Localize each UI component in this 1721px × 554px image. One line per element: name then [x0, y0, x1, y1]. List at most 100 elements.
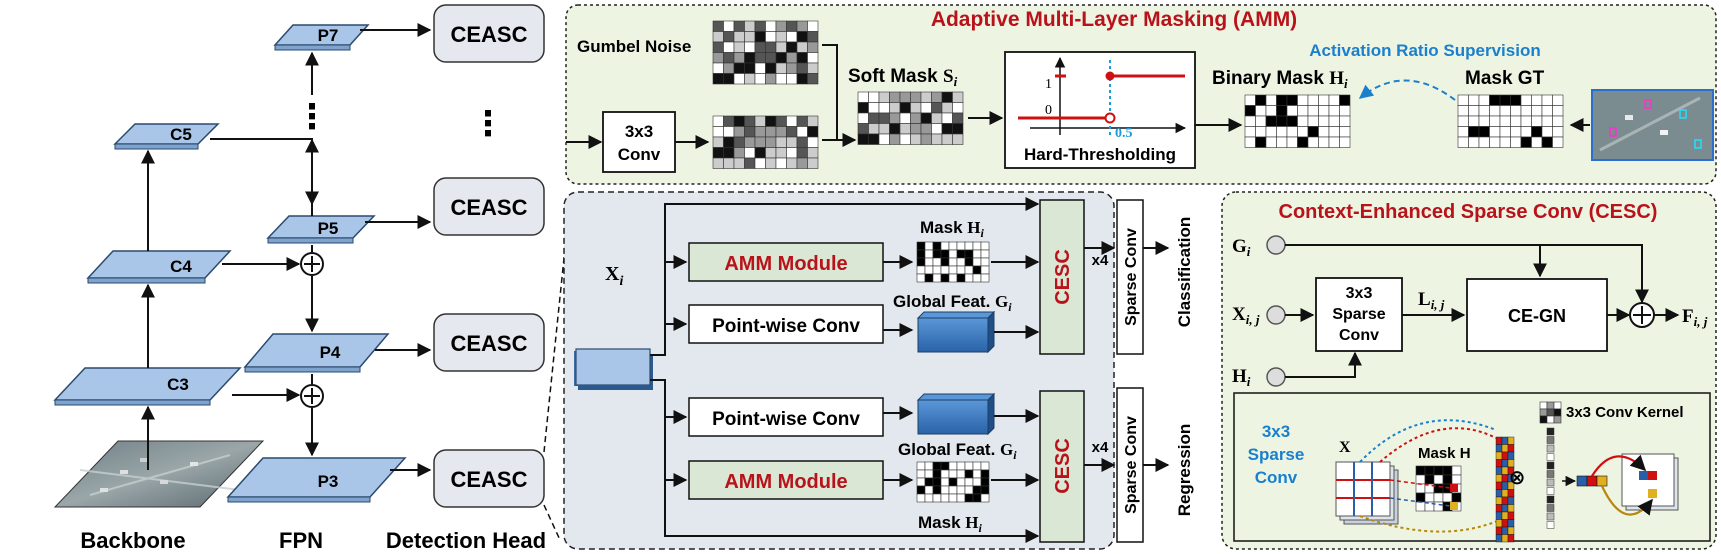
head-input-x-label: Xi — [605, 263, 623, 289]
mask-cls-label: Mask Hi — [920, 218, 985, 240]
arrow-x-reg-trunk — [650, 379, 1040, 543]
arrow-x-cls-trunk — [650, 197, 1040, 356]
head-ceasc-3-label: CEASC — [450, 331, 527, 356]
cesc-block-cls: CESC — [1039, 199, 1085, 355]
layer-c3-label: C3 — [167, 375, 189, 394]
classification-label: Classification — [1175, 217, 1194, 328]
mask-gt-label: Mask GT — [1465, 68, 1545, 89]
head-detail-panel: Xi AMM Module Mask Hi Point-wise Conv Gl… — [563, 191, 1116, 550]
layer-c4-label: C4 — [170, 257, 192, 276]
cesc-g-label: Gi — [1232, 236, 1251, 259]
cesc-block-reg: CESC — [1039, 390, 1085, 543]
inset-label-line2: Sparse — [1248, 445, 1305, 464]
layer-p4-label: P4 — [320, 343, 341, 362]
pointwise-conv-cls-label: Point-wise Conv — [712, 316, 860, 337]
cesc-sparse-conv-box: 3x3 Sparse Conv — [1315, 277, 1403, 352]
pointwise-conv-reg: Point-wise Conv — [688, 397, 884, 437]
inset-otimes: ⊗ — [1509, 467, 1526, 489]
inset-x-grid — [1335, 461, 1399, 525]
cesc-sparse-line2: Sparse — [1332, 306, 1385, 323]
inset-label-line3: Conv — [1255, 468, 1298, 487]
fpn-label: FPN — [279, 528, 323, 553]
arrow-g-add — [1540, 244, 1649, 304]
amm-conv-3x3: 3x3 Conv — [602, 111, 676, 173]
amm-module-reg: AMM Module — [688, 460, 884, 500]
arrow-h-sparse — [1285, 351, 1362, 378]
arrow-noise-add — [822, 44, 838, 140]
head-ceasc-2-label: CEASC — [450, 195, 527, 220]
cesc-block-cls-label: CESC — [1052, 249, 1074, 305]
cesc-g-node — [1266, 235, 1286, 255]
sparse-conv-inset: 3x3 Sparse Conv X Mask H — [1233, 392, 1711, 543]
amm-title: Adaptive Multi-Layer Masking (AMM) — [931, 8, 1297, 31]
sparse-conv-cls: Sparse Conv — [1116, 199, 1144, 355]
inset-kernel-icon — [1539, 401, 1562, 424]
cesc-x-label: Xi, j — [1232, 304, 1260, 327]
sparse-conv-reg: Sparse Conv — [1116, 387, 1144, 543]
layer-p7-label: P7 — [318, 26, 339, 45]
inset-mask-label: Mask H — [1418, 445, 1471, 462]
layer-p3: P3 — [226, 457, 407, 503]
amm-module-reg-label: AMM Module — [724, 471, 847, 493]
activation-ratio-arrow — [1358, 79, 1456, 101]
head-ceasc-2: CEASC — [433, 177, 545, 236]
layer-p5-label: P5 — [318, 219, 339, 238]
binary-mask-label: Binary Mask Hi — [1212, 68, 1348, 91]
head-ceasc-4: CEASC — [433, 449, 545, 508]
cesc-x-node — [1266, 305, 1286, 325]
inset-x-label: X — [1339, 439, 1351, 456]
layer-c4: C4 — [86, 250, 232, 284]
gumbel-noise-label: Gumbel Noise — [577, 37, 691, 56]
regression-label: Regression — [1175, 424, 1194, 517]
sparse-conv-cls-label: Sparse Conv — [1123, 228, 1140, 326]
hard-thresholding-box: 1 0 0.5 Hard-Thresholding — [1004, 51, 1196, 169]
soft-mask-grid — [857, 91, 964, 145]
inset-kernel-column — [1546, 427, 1555, 529]
gumbel-noise-grid — [712, 20, 819, 85]
binary-mask-grid — [1244, 94, 1351, 148]
zoom-line-bottom — [543, 504, 561, 541]
x4-reg-label: x4 — [1092, 439, 1109, 456]
global-feat-cls-label: Global Feat. Gi — [893, 292, 1012, 314]
x4-cls-label: x4 — [1092, 252, 1109, 269]
layer-p3-label: P3 — [318, 472, 339, 491]
amm-conv-line2: Conv — [618, 145, 661, 164]
backbone-label: Backbone — [80, 528, 185, 553]
mask-gt-grid — [1457, 94, 1564, 148]
amm-module-cls: AMM Module — [688, 242, 884, 282]
inset-column-vector — [1495, 436, 1515, 543]
inset-output-row — [1576, 475, 1608, 487]
hard-thresholding-label: Hard-Thresholding — [1024, 145, 1176, 164]
inset-kernel-label: 3x3 Conv Kernel — [1566, 404, 1684, 421]
cesc-cegn-label: CE-GN — [1508, 306, 1566, 326]
head-ceasc-3: CEASC — [433, 313, 545, 372]
fpn-add-node-p4 — [300, 252, 324, 276]
logits-grid — [712, 115, 819, 169]
inset-label-line1: 3x3 — [1262, 422, 1290, 441]
layer-c5: C5 — [113, 123, 220, 150]
pointwise-conv-reg-label: Point-wise Conv — [712, 409, 860, 430]
mask-cls-grid — [916, 241, 990, 283]
head-input-feature — [574, 348, 653, 390]
global-feat-reg-label: Global Feat. Gi — [898, 440, 1017, 462]
cesc-l-label: Li, j — [1418, 289, 1445, 312]
cesc-sparse-line3: Conv — [1339, 327, 1379, 344]
layer-c3: C3 — [53, 367, 242, 406]
amm-conv-line1: 3x3 — [625, 122, 653, 141]
head-ceasc-1: CEASC — [433, 4, 545, 63]
cesc-cegn-box: CE-GN — [1466, 278, 1608, 352]
sparse-conv-reg-label: Sparse Conv — [1123, 416, 1140, 514]
mask-reg-label: Mask Hi — [918, 513, 983, 535]
cesc-block-reg-label: CESC — [1052, 438, 1074, 494]
fpn-ellipsis: ⋮ — [295, 98, 329, 136]
layer-c5-label: C5 — [170, 125, 192, 144]
head-outputs: Sparse Conv Sparse Conv Classification R… — [1116, 199, 1194, 543]
layer-p7: P7 — [273, 24, 370, 51]
threshold-tick-one: 1 — [1045, 77, 1052, 92]
fpn-add-node-p3 — [300, 384, 324, 408]
activation-ratio-label: Activation Ratio Supervision — [1309, 41, 1540, 60]
cesc-h-node — [1266, 367, 1286, 387]
left-network: C3 C4 C5 P7 P5 P4 — [53, 4, 571, 553]
cesc-title: Context-Enhanced Sparse Conv (CESC) — [1279, 201, 1658, 223]
